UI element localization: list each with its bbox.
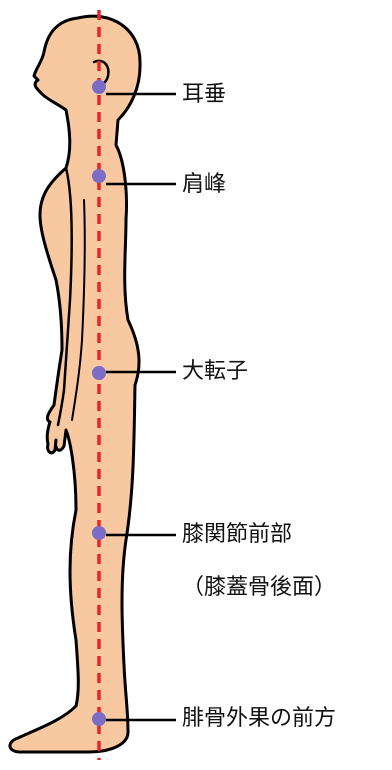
landmark-marker-0 xyxy=(92,80,106,94)
landmark-marker-1 xyxy=(92,169,106,183)
landmark-label-earlobe: 耳垂 xyxy=(182,84,226,106)
landmark-sublabel-patella-back: （膝蓋骨後面） xyxy=(182,577,336,599)
body-silhouette-side-view xyxy=(10,16,140,752)
landmark-marker-4 xyxy=(92,712,106,726)
landmark-marker-2 xyxy=(92,366,106,380)
landmark-label-greater-trochanter: 大転子 xyxy=(182,361,248,383)
landmark-label-lateral-malleolus-front: 腓骨外果の前方 xyxy=(182,708,336,730)
landmark-label-acromion: 肩峰 xyxy=(182,174,226,196)
landmark-marker-3 xyxy=(92,526,106,540)
landmark-label-knee-front: 膝関節前部 xyxy=(182,524,292,546)
